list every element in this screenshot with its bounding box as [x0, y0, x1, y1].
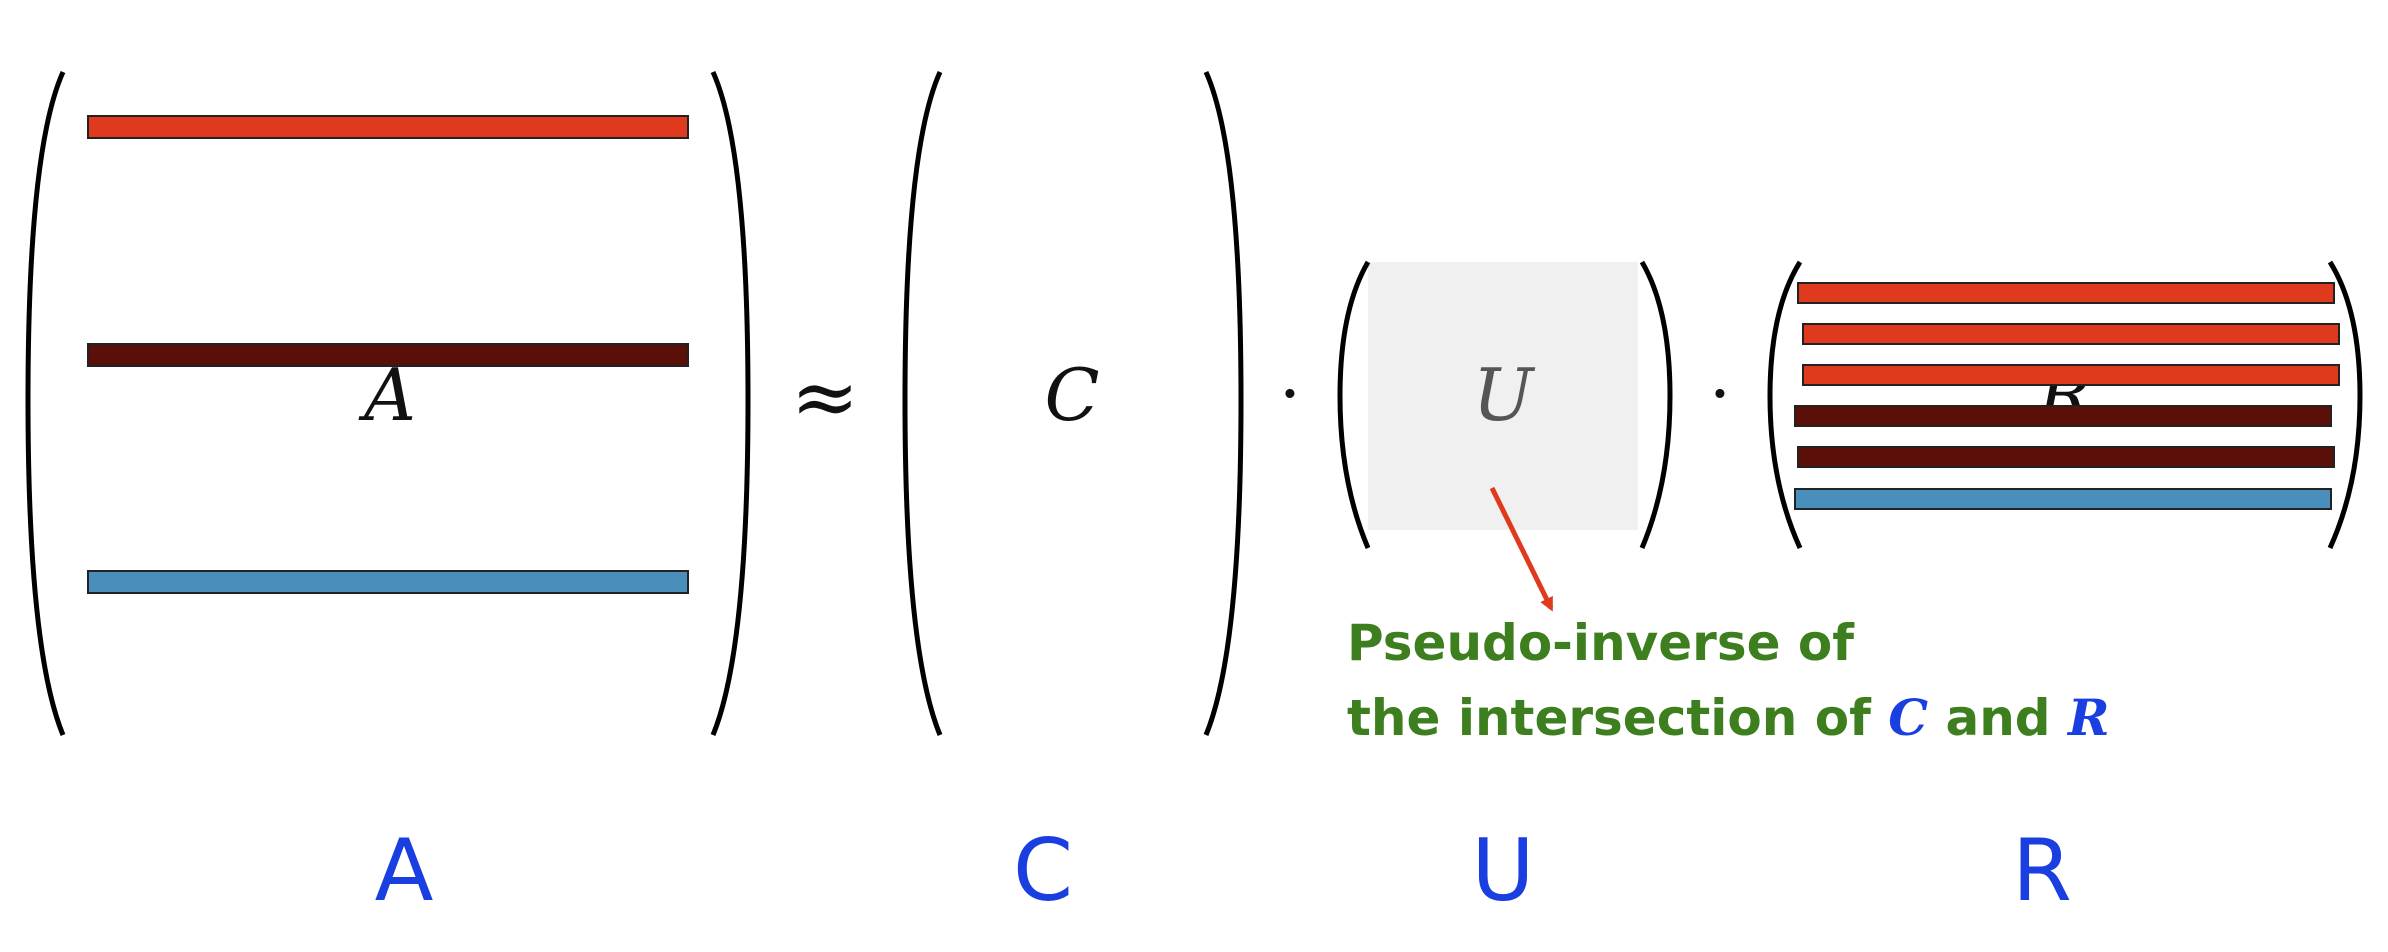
annotation-line-2: the intersection of C and R [1347, 688, 2110, 747]
annotation-c-symbol: C [1888, 688, 1928, 747]
annotation-line-1: Pseudo-inverse of [1347, 614, 1855, 672]
caption-a: A [375, 821, 434, 921]
matrix-r-row-dark-red-1 [1794, 405, 2332, 427]
matrix-a-left-paren [25, 70, 66, 736]
annotation-arrow [1489, 486, 1554, 612]
matrix-a-row-red [87, 115, 689, 139]
matrix-r-row-red-3 [1802, 364, 2340, 386]
caption-c: C [1013, 821, 1073, 921]
matrix-u-gray-block [1368, 262, 1638, 530]
annotation-r-symbol: R [2066, 688, 2110, 747]
matrix-u: U [1337, 260, 1673, 549]
matrix-u-symbol: U [1473, 353, 1536, 437]
caption-r: R [2012, 821, 2072, 921]
matrix-a-right-paren [710, 70, 751, 736]
dot-operator-2: · [1709, 353, 1731, 435]
matrix-u-right-paren [1639, 260, 1673, 549]
matrix-c-left-paren [902, 70, 943, 736]
matrix-c: C [902, 70, 1244, 736]
matrix-c-symbol: C [1044, 353, 1099, 437]
matrix-a-symbol: A [358, 353, 416, 437]
matrix-u-left-paren [1337, 260, 1371, 549]
caption-u: U [1472, 821, 1535, 921]
matrix-r-left-paren [1767, 260, 1803, 550]
matrix-r-row-dark-red-2 [1797, 446, 2335, 468]
approx-symbol: ≈ [791, 350, 860, 445]
matrix-c-right-paren [1203, 70, 1244, 736]
matrix-a-row-blue [87, 570, 689, 594]
annotation-line-2-mid: and [1928, 689, 2068, 747]
matrix-a: A [25, 70, 751, 736]
matrix-r-row-blue [1794, 488, 2332, 510]
matrix-r: R [1767, 260, 2363, 550]
matrix-r-right-paren-curve [2327, 260, 2363, 550]
matrix-r-row-red-1 [1797, 282, 2335, 304]
matrix-r-row-red-2 [1802, 323, 2340, 345]
matrix-a-row-dark-red [87, 343, 689, 367]
dot-operator-1: · [1279, 353, 1301, 435]
annotation-line-2-prefix: the intersection of [1347, 689, 1888, 747]
